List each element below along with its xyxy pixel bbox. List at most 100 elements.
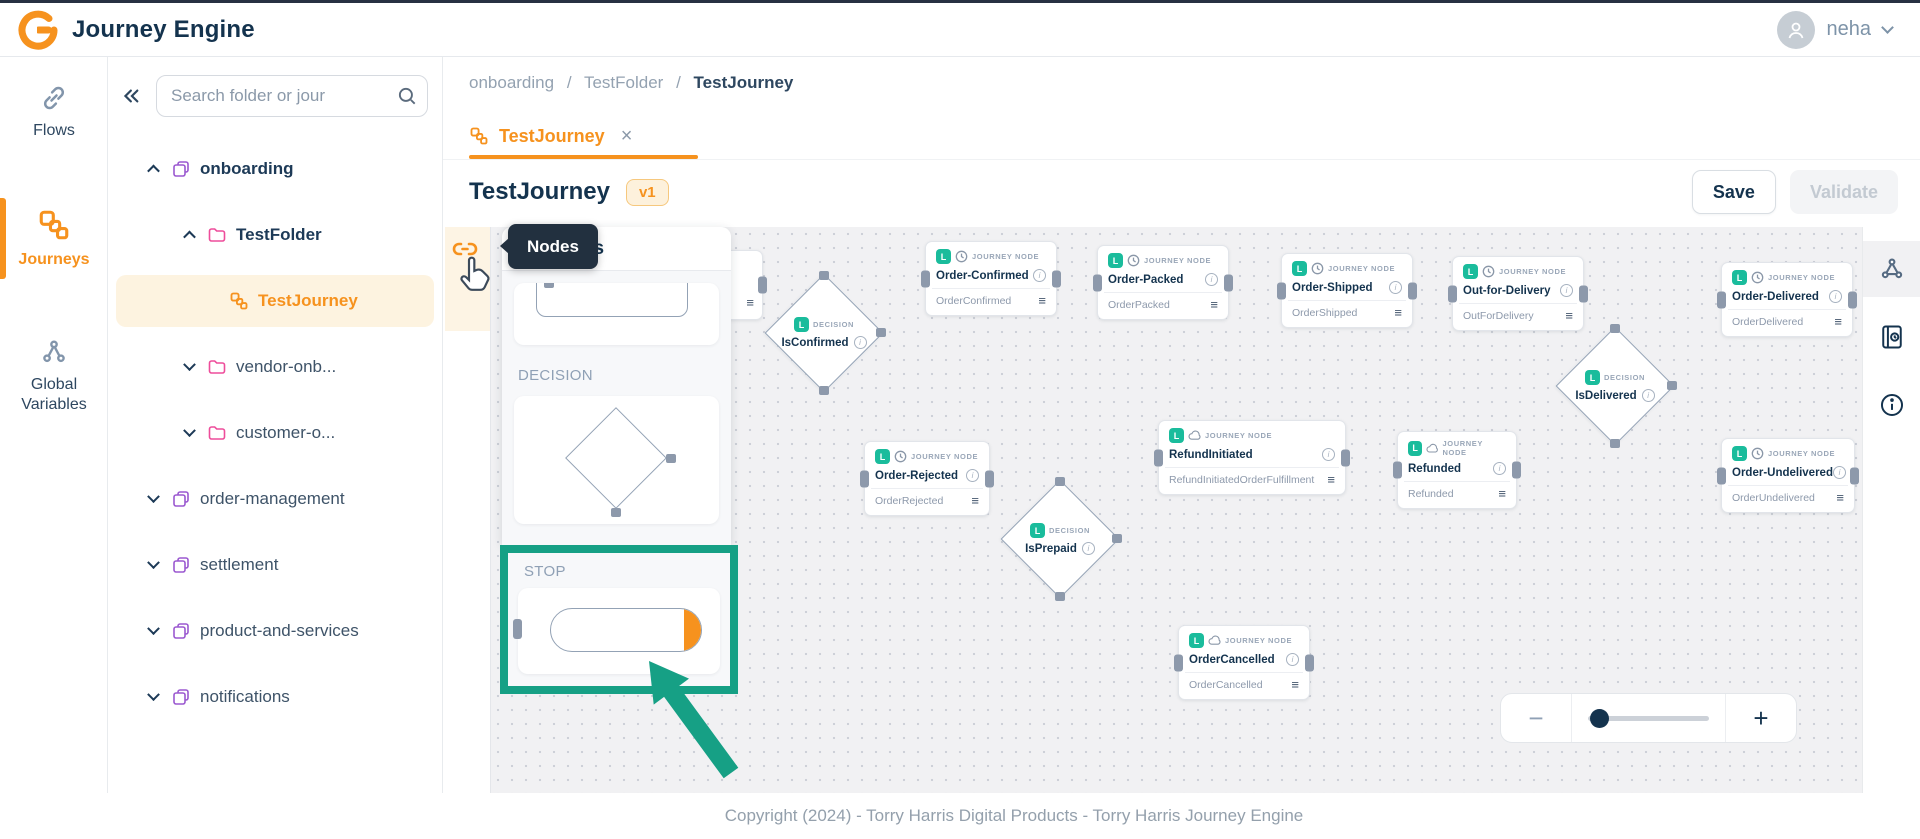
list-icon[interactable]: ≡ <box>1836 490 1844 505</box>
list-icon[interactable]: ≡ <box>1291 677 1299 692</box>
connector-top[interactable] <box>1610 324 1620 333</box>
user-menu[interactable]: neha <box>1776 10 1920 49</box>
palette-decision-sample[interactable] <box>514 396 719 524</box>
connector-right[interactable] <box>1341 449 1350 466</box>
avatar[interactable] <box>1776 10 1815 49</box>
tree-item[interactable]: settlement <box>116 539 434 591</box>
connector-right[interactable] <box>876 328 886 337</box>
workflow-icon[interactable] <box>1863 241 1920 297</box>
tab-testjourney[interactable]: TestJourney × <box>469 113 698 159</box>
history-icon[interactable] <box>1863 309 1920 365</box>
info-icon[interactable] <box>1863 377 1920 433</box>
decision-node[interactable]: L DECISION IsPrepaid i <box>1000 477 1122 601</box>
info-icon[interactable]: i <box>966 469 979 482</box>
connector-left[interactable] <box>1277 282 1286 299</box>
connector-right[interactable] <box>985 470 994 487</box>
chevron-icon[interactable] <box>146 489 160 503</box>
connector-left[interactable] <box>1393 461 1402 479</box>
zoom-slider-knob[interactable] <box>1590 708 1609 728</box>
connector-right[interactable] <box>1848 291 1857 308</box>
info-icon[interactable]: i <box>1033 269 1046 282</box>
tree-item[interactable]: product-and-services <box>116 605 434 657</box>
connector-right[interactable] <box>1112 534 1122 543</box>
journey-node[interactable]: L JOURNEY NODE RefundInitiated i <box>1154 420 1350 495</box>
info-icon[interactable]: i <box>1322 448 1335 461</box>
chevron-down-icon[interactable] <box>1881 21 1894 34</box>
connector-left[interactable] <box>860 470 869 487</box>
info-icon[interactable]: i <box>1493 462 1506 475</box>
list-icon[interactable]: ≡ <box>1210 297 1218 312</box>
validate-button[interactable]: Validate <box>1789 170 1898 214</box>
chevron-icon[interactable] <box>146 687 160 701</box>
journey-node[interactable]: L JOURNEY NODE OrderCancelled i <box>1174 625 1314 700</box>
journey-node[interactable]: L JOURNEY NODE Order-Delivered i <box>1717 262 1857 337</box>
search-icon[interactable] <box>396 85 418 112</box>
info-icon[interactable]: i <box>1641 389 1655 402</box>
journey-node[interactable]: L JOURNEY NODE Out-for-Delivery i <box>1448 256 1588 331</box>
palette-stop-sample[interactable] <box>513 588 720 674</box>
tree-item[interactable]: onboarding <box>116 143 434 195</box>
connector-bottom[interactable] <box>819 386 829 395</box>
journey-node[interactable]: L JOURNEY NODE Order-Rejected i <box>860 441 994 516</box>
tree-item[interactable]: TestFolder <box>116 209 434 261</box>
info-icon[interactable]: i <box>1081 542 1095 555</box>
chevron-icon[interactable] <box>182 423 196 437</box>
info-icon[interactable]: i <box>1205 273 1218 286</box>
connector-left[interactable] <box>1717 467 1726 484</box>
breadcrumb-item[interactable]: onboarding <box>469 73 555 92</box>
connector-right[interactable] <box>1224 274 1233 291</box>
connector-right[interactable] <box>758 276 767 294</box>
nodes-toggle-chain-icon[interactable] <box>451 239 479 259</box>
info-icon[interactable]: i <box>1832 466 1846 479</box>
chevron-icon[interactable] <box>182 230 196 243</box>
search-input[interactable] <box>156 75 428 117</box>
breadcrumb-item[interactable]: TestFolder <box>583 73 664 92</box>
connector-top[interactable] <box>1055 477 1065 486</box>
decision-node[interactable]: L DECISION IsDelivered i <box>1555 324 1677 448</box>
list-icon[interactable]: ≡ <box>746 295 754 310</box>
palette-journey-node-sample[interactable] <box>514 283 719 345</box>
info-icon[interactable]: i <box>1560 284 1573 297</box>
connector-right[interactable] <box>1667 381 1677 390</box>
info-icon[interactable]: i <box>1829 290 1842 303</box>
connector-bottom[interactable] <box>1610 439 1620 448</box>
list-icon[interactable]: ≡ <box>1327 472 1335 487</box>
rail-item-journeys[interactable]: Journeys <box>0 194 108 283</box>
journey-node[interactable]: L JOURNEY NODE Order-Confirmed i <box>921 241 1061 316</box>
list-icon[interactable]: ≡ <box>1834 314 1842 329</box>
zoom-slider-track[interactable] <box>1588 708 1709 728</box>
tree-item[interactable]: customer-o... <box>116 407 434 459</box>
info-icon[interactable]: i <box>1389 281 1402 294</box>
chevron-icon[interactable] <box>146 555 160 569</box>
connector-left[interactable] <box>1154 449 1163 466</box>
connector-right[interactable] <box>1512 461 1521 479</box>
connector-top[interactable] <box>819 271 829 280</box>
connector-right[interactable] <box>1579 285 1588 302</box>
journey-node[interactable]: L JOURNEY NODE Order-Packed i <box>1093 245 1233 320</box>
list-icon[interactable]: ≡ <box>1498 486 1506 501</box>
save-button[interactable]: Save <box>1691 170 1776 214</box>
chevron-icon[interactable] <box>146 164 160 177</box>
info-icon[interactable]: i <box>1286 653 1299 666</box>
tree-item[interactable]: notifications <box>116 671 434 723</box>
connector-right[interactable] <box>1052 270 1061 287</box>
journey-node[interactable]: L JOURNEY NODE Refunded i <box>1393 431 1521 509</box>
journey-node[interactable]: L JOURNEY NODE Order-Undelivered i <box>1717 438 1859 513</box>
connector-right[interactable] <box>1850 467 1859 484</box>
rail-item-flows[interactable]: Flows <box>0 69 108 154</box>
connector-left[interactable] <box>1093 274 1102 291</box>
connector-right[interactable] <box>1305 654 1314 671</box>
list-icon[interactable]: ≡ <box>971 493 979 508</box>
close-icon[interactable]: × <box>620 125 633 147</box>
list-icon[interactable]: ≡ <box>1038 293 1046 308</box>
connector-bottom[interactable] <box>1055 592 1065 601</box>
connector-left[interactable] <box>921 270 930 287</box>
connector-right[interactable] <box>1408 282 1417 299</box>
rail-item-global-variables[interactable]: Global Variables <box>0 321 108 427</box>
tree-item[interactable]: order-management <box>116 473 434 525</box>
collapse-panel-icon[interactable] <box>120 83 146 109</box>
connector-left[interactable] <box>1174 654 1183 671</box>
zoom-in-button[interactable]: + <box>1753 702 1769 733</box>
list-icon[interactable]: ≡ <box>1565 308 1573 323</box>
decision-node[interactable]: L DECISION IsConfirmed i <box>764 271 886 395</box>
